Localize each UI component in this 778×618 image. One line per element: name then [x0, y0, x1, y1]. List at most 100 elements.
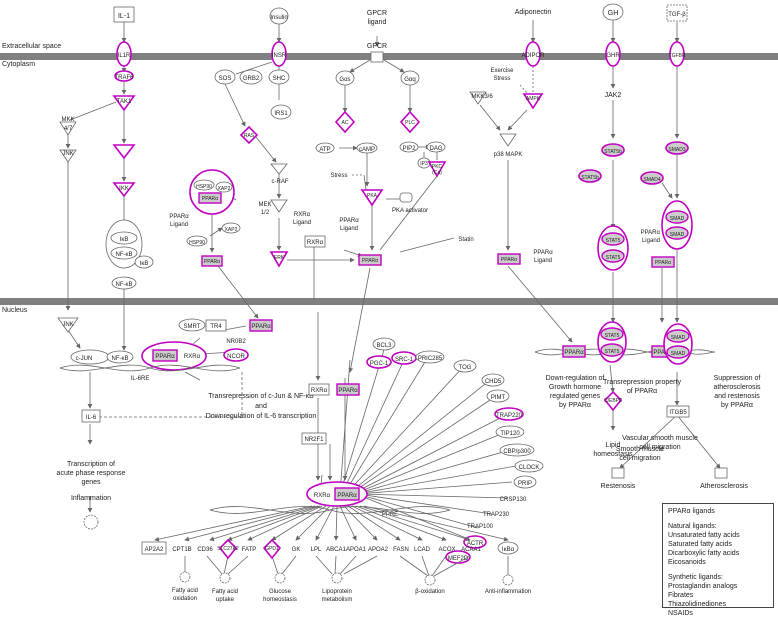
pka-label: PKA — [367, 193, 378, 199]
stat5-a-node — [600, 327, 624, 341]
gh-node — [602, 3, 624, 21]
exercise-label-2: Stress — [493, 76, 510, 82]
legend-title: PPARα ligands — [668, 508, 715, 515]
pka-activator-label: PKA activator — [392, 208, 428, 214]
camp-node — [356, 142, 378, 154]
smad-b-label: SMAD — [671, 351, 686, 357]
tp-label-1: Transrepression property — [603, 379, 681, 386]
xap2-label: XAP2 — [218, 186, 231, 192]
smad4-label: SMAD4 — [643, 177, 660, 183]
cbp-label: CBP/p300 — [503, 449, 531, 455]
hsp90-2-label: HSP90 — [189, 240, 205, 246]
atp-node — [315, 142, 335, 154]
adiponectin-pathway — [479, 20, 573, 343]
restenosis-label: Restenosis — [601, 483, 636, 490]
il1-label: IL-1 — [118, 13, 130, 20]
stat5b-2-label: STAT5b — [581, 175, 599, 181]
src1-label: SRC-1 — [395, 357, 414, 363]
ppar-p38-lig-label-1: PPARα — [533, 250, 553, 256]
coregulators: BCL3 PGC-1 SRC-1 PRIC285 TOG CHD5 PIMT T… — [366, 337, 544, 564]
stat5b-label: STAT5b — [604, 149, 622, 155]
smad4-node — [640, 171, 664, 185]
sos-label: SOS — [219, 76, 232, 82]
pric285-node — [415, 350, 445, 364]
smad-b-node — [666, 345, 690, 359]
insulin-label: Insulin — [270, 15, 287, 21]
fau-label-1: Fatty acid — [212, 589, 238, 595]
lip-label-1: Lipoprotein — [322, 589, 352, 595]
gaq-node — [400, 70, 420, 86]
inflammation-node — [83, 514, 99, 530]
pip2-node — [399, 141, 419, 153]
pkc-label-1: PKC — [432, 164, 443, 170]
lpl-label: LPL — [311, 547, 322, 553]
gas-label: Gαs — [339, 77, 350, 83]
gpd1-node — [262, 538, 282, 560]
tak1-node — [112, 95, 136, 112]
ppar-lig-label-1: PPARα — [339, 218, 359, 224]
bcl3-label: BCL3 — [376, 343, 392, 349]
stat5-a-label: STAT5 — [605, 333, 620, 339]
pimt-node — [486, 389, 510, 403]
il6re-label: IL-6RE — [131, 376, 150, 382]
ppar-smad-nuc-label: PPARα — [653, 350, 673, 356]
ppar-lig-label-2: Ligand — [340, 226, 358, 232]
anti-label: Anti-inflammation — [485, 589, 531, 595]
ppar-smad-lig-label-2: Ligand — [642, 238, 660, 244]
gpcr-label: GPCR — [367, 43, 387, 50]
adipor-label: ADIPOR — [521, 53, 545, 59]
gpcr-node — [370, 51, 384, 63]
athero-node — [714, 467, 728, 479]
abca1-label: ABCA1 — [326, 547, 346, 553]
prip-node — [513, 475, 537, 489]
gh-pathway — [609, 20, 616, 431]
nfkb-nuc-label: NF-κB — [112, 356, 129, 362]
hub-spokes — [315, 267, 517, 543]
anti-node — [502, 574, 514, 586]
dna-center-strand-2 — [209, 506, 451, 514]
grb2-node — [239, 69, 263, 85]
traf6-node — [114, 70, 134, 82]
ncor-node — [223, 348, 249, 362]
nr2f1-node — [301, 432, 327, 445]
adipor-node — [525, 41, 541, 67]
gh-out-label-3: regulated genes — [550, 393, 601, 400]
rxr-ligand-label-1: RXRα — [294, 212, 311, 218]
pimt-label: PIMT — [491, 395, 506, 401]
ppar-p38-label: PPARα — [501, 257, 517, 263]
stat5b-2-node — [578, 169, 602, 183]
ppar-free-label: PPARα — [204, 259, 220, 265]
bo-node — [424, 574, 436, 586]
ppar-main-label: PPARα — [337, 493, 357, 499]
mek-label-1: MEK — [258, 202, 271, 208]
crsp130-label: CRSP130 — [500, 497, 527, 503]
il1-node — [113, 6, 135, 23]
nr0b2-label: NR0B2 — [226, 339, 246, 345]
rxr-ligand-label-2: Ligand — [293, 220, 311, 226]
nfkb-label: NF-κB — [116, 252, 133, 258]
acaa1-label: ACAA1 — [461, 547, 481, 553]
athero-label: Atherosclerosis — [700, 483, 748, 490]
pka-node — [360, 189, 384, 207]
tgfb-label: TGF-β — [668, 12, 686, 18]
stat5-1-label: STAT5 — [606, 238, 621, 244]
nfkb-node — [110, 246, 138, 260]
irs1-node — [270, 104, 292, 120]
rxr-cyto-node — [304, 235, 326, 248]
cbp-node — [499, 443, 535, 457]
slc27a2-node — [218, 538, 238, 560]
nfkb2-node — [111, 276, 137, 290]
insr-node — [271, 41, 287, 67]
exercise-label-1: Exercise — [490, 68, 514, 74]
dna-left-strand-2 — [59, 364, 241, 372]
insr-label: INSR — [272, 53, 287, 59]
ppar-nuc-label: PPARα — [155, 354, 175, 360]
tog-node — [453, 359, 477, 373]
chd5-node — [481, 373, 505, 387]
sos-node — [214, 69, 236, 85]
glu-node — [274, 572, 286, 584]
ncor-label: NCOR — [227, 354, 245, 360]
ppar-ligand-label-1: PPARα — [169, 214, 189, 220]
ikb-free-label: IκB — [140, 261, 149, 267]
nr2f1-label: NR2F1 — [304, 437, 324, 443]
